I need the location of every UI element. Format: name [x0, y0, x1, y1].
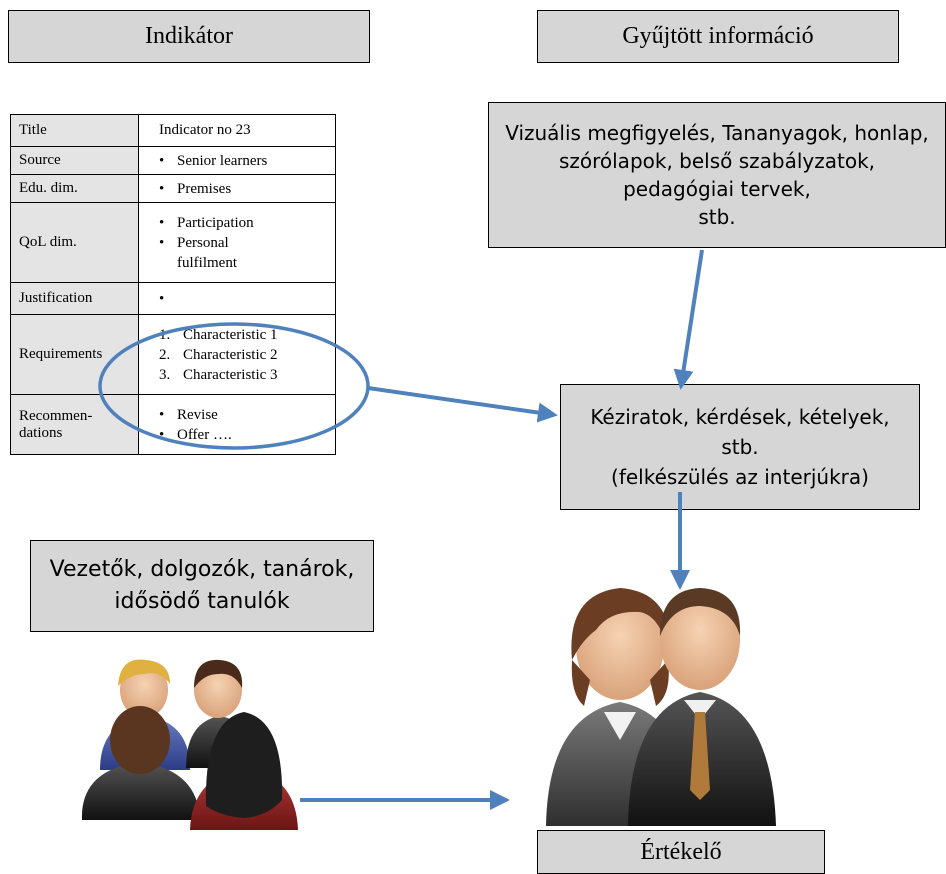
qol-item: fulfilment	[177, 254, 237, 271]
qol-item: Participation	[177, 214, 254, 231]
source-item: Senior learners	[177, 152, 268, 169]
qol-item: Personal	[177, 234, 229, 251]
title-value: Indicator no 23	[138, 114, 336, 147]
evaluator-label: Értékelő	[640, 838, 722, 865]
justification-value: •	[138, 282, 336, 315]
source-key: Source	[10, 146, 139, 175]
drafts-line: stb.	[721, 435, 759, 459]
participants-line: idősödő tanulók	[114, 589, 290, 614]
edu-dim-value: •Premises	[138, 174, 336, 203]
recommendations-key-line: Recommen-	[19, 407, 93, 424]
drafts-line: (felkészülés az interjúkra)	[611, 465, 869, 489]
table-row: Source •Senior learners	[10, 146, 336, 175]
group-of-people-icon	[81, 659, 298, 830]
requirements-key: Requirements	[10, 314, 139, 395]
drafts-line: Kéziratok, kérdések, kételyek,	[590, 405, 890, 429]
indicator-label: Indikátor	[145, 23, 233, 49]
arrow-sources-to-drafts	[673, 249, 704, 390]
requirement-item: Characteristic 2	[183, 346, 278, 363]
edu-item: Premises	[177, 180, 232, 197]
recommendation-item: Offer ….	[177, 426, 232, 443]
evaluator-label-box: Értékelő	[537, 830, 825, 874]
info-sources-box: Vizuális megfigyelés, Tananyagok, honlap…	[488, 102, 946, 248]
source-value: •Senior learners	[138, 146, 336, 175]
table-row: Justification •	[10, 282, 336, 315]
justification-key: Justification	[10, 282, 139, 315]
requirement-item: Characteristic 1	[183, 326, 278, 343]
info-sources-line: stb.	[698, 205, 736, 229]
table-row: QoL dim. •Participation •Personal fulfil…	[10, 202, 336, 283]
participants-line: Vezetők, dolgozók, tanárok,	[49, 557, 355, 582]
title-key: Title	[10, 114, 139, 147]
recommendations-value: •Revise •Offer ….	[138, 394, 336, 455]
arrow-ellipse-to-drafts	[367, 386, 558, 423]
requirements-value: 1.Characteristic 1 2.Characteristic 2 3.…	[138, 314, 336, 395]
info-sources-line: pedagógiai tervek,	[623, 177, 811, 201]
recommendations-key: Recommen- dations	[10, 394, 139, 455]
qol-dim-key: QoL dim.	[10, 202, 139, 283]
collected-info-label-box: Gyűjtött információ	[537, 10, 899, 63]
requirement-item: Characteristic 3	[183, 366, 278, 383]
info-sources-line: szórólapok, belső szabályzatok,	[558, 149, 876, 173]
table-row: Recommen- dations •Revise •Offer ….	[10, 394, 336, 455]
drafts-box: Kéziratok, kérdések, kételyek, stb. (fel…	[560, 384, 920, 510]
recommendation-item: Revise	[177, 406, 218, 423]
edu-dim-key: Edu. dim.	[10, 174, 139, 203]
info-sources-line: Vizuális megfigyelés, Tananyagok, honlap…	[505, 121, 929, 145]
table-row: Edu. dim. •Premises	[10, 174, 336, 203]
indicator-table: Title Indicator no 23 Source •Senior lea…	[10, 114, 336, 455]
collected-info-label: Gyűjtött információ	[622, 23, 814, 49]
indicator-label-box: Indikátor	[8, 10, 370, 63]
evaluator-pair-icon	[546, 588, 776, 826]
table-row: Requirements 1.Characteristic 1 2.Charac…	[10, 314, 336, 395]
participants-box: Vezetők, dolgozók, tanárok, idősödő tanu…	[30, 540, 374, 632]
table-row: Title Indicator no 23	[10, 114, 336, 147]
qol-dim-value: •Participation •Personal fulfilment	[138, 202, 336, 283]
recommendations-key-line: dations	[19, 424, 63, 441]
